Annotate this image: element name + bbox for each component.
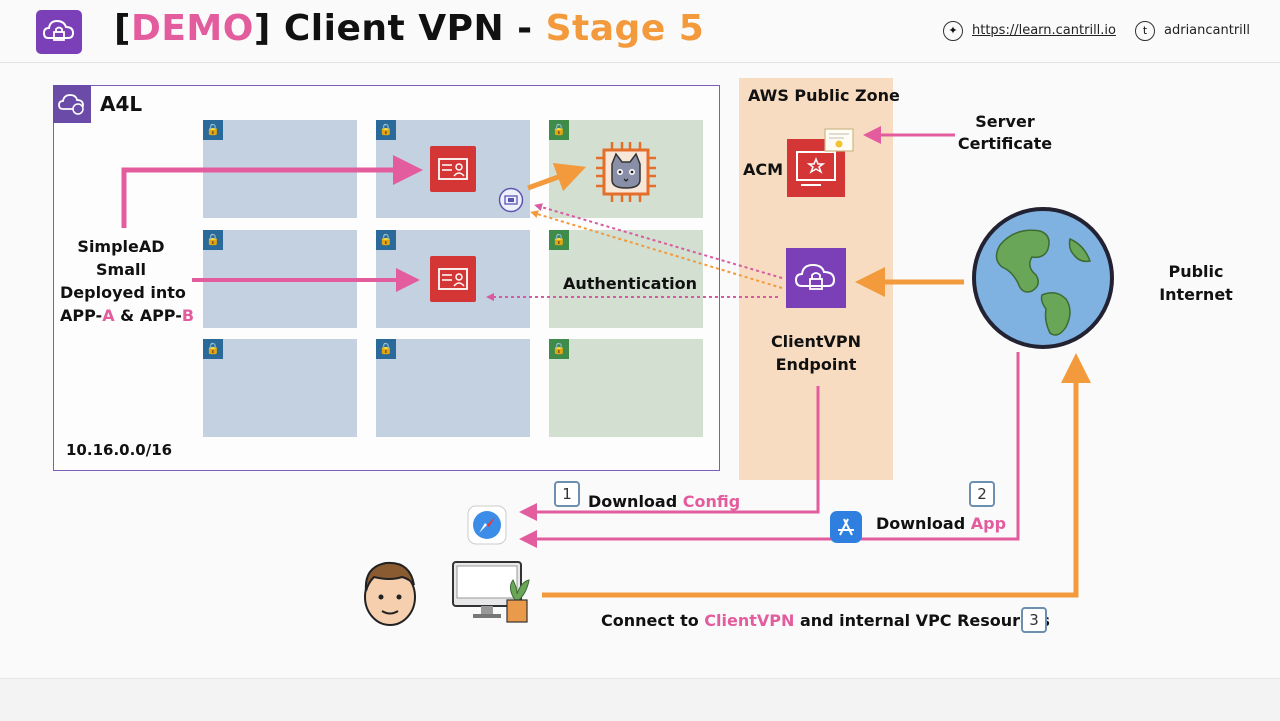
footer-bar — [0, 678, 1280, 721]
lock-icon: 🔒 — [549, 339, 569, 359]
lock-icon: 🔒 — [376, 120, 396, 140]
lock-icon: 🔒 — [549, 120, 569, 140]
lock-icon: 🔒 — [203, 339, 223, 359]
user-avatar-icon — [360, 555, 420, 629]
compass-icon: ✦ — [943, 21, 963, 41]
twitter-handle[interactable]: adriancantrill — [1164, 23, 1251, 38]
zone-title: AWS Public Zone — [748, 86, 900, 105]
step-1-label: Download Config — [588, 492, 741, 511]
step-2-badge: 2 — [969, 481, 995, 507]
lock-icon: 🔒 — [376, 230, 396, 250]
site-link[interactable]: https://learn.cantrill.io — [972, 23, 1116, 38]
lock-icon: 🔒 — [203, 120, 223, 140]
lock-icon: 🔒 — [549, 230, 569, 250]
vpc-name: A4L — [100, 92, 143, 116]
app-store-icon — [829, 510, 863, 544]
authentication-label: Authentication — [563, 274, 697, 293]
header-bar — [0, 0, 1280, 63]
lock-icon: 🔒 — [376, 339, 396, 359]
vpc-cidr: 10.16.0.0/16 — [66, 441, 173, 459]
directory-icon — [430, 256, 476, 302]
cloud-lock-icon — [36, 10, 82, 54]
cat-chip-icon — [594, 140, 658, 204]
page-title: [DEMO] Client VPN - Stage 5 — [114, 8, 705, 49]
step-1-badge: 1 — [554, 481, 580, 507]
step-3-label: Connect to ClientVPN and internal VPC Re… — [601, 611, 1050, 630]
subnet-r3c2: 🔒 — [376, 339, 530, 437]
twitter-icon: t — [1135, 21, 1155, 41]
clientvpn-endpoint-icon — [786, 248, 846, 308]
vpc-cloud-icon — [53, 85, 91, 123]
step-3-badge: 3 — [1021, 607, 1047, 633]
eni-icon — [498, 187, 524, 213]
globe-icon — [970, 205, 1116, 351]
step-2-label: Download App — [876, 514, 1007, 533]
safari-icon — [467, 505, 507, 545]
acm-label: ACM — [743, 160, 784, 179]
subnet-r3c3: 🔒 — [549, 339, 703, 437]
lock-icon: 🔒 — [203, 230, 223, 250]
directory-icon — [430, 146, 476, 192]
monitor-plant-icon — [451, 560, 531, 624]
simplead-label: SimpleAD Small Deployed into APP-A & APP… — [60, 237, 195, 325]
subnet-r3c1: 🔒 — [203, 339, 357, 437]
certificate-icon — [824, 128, 854, 152]
